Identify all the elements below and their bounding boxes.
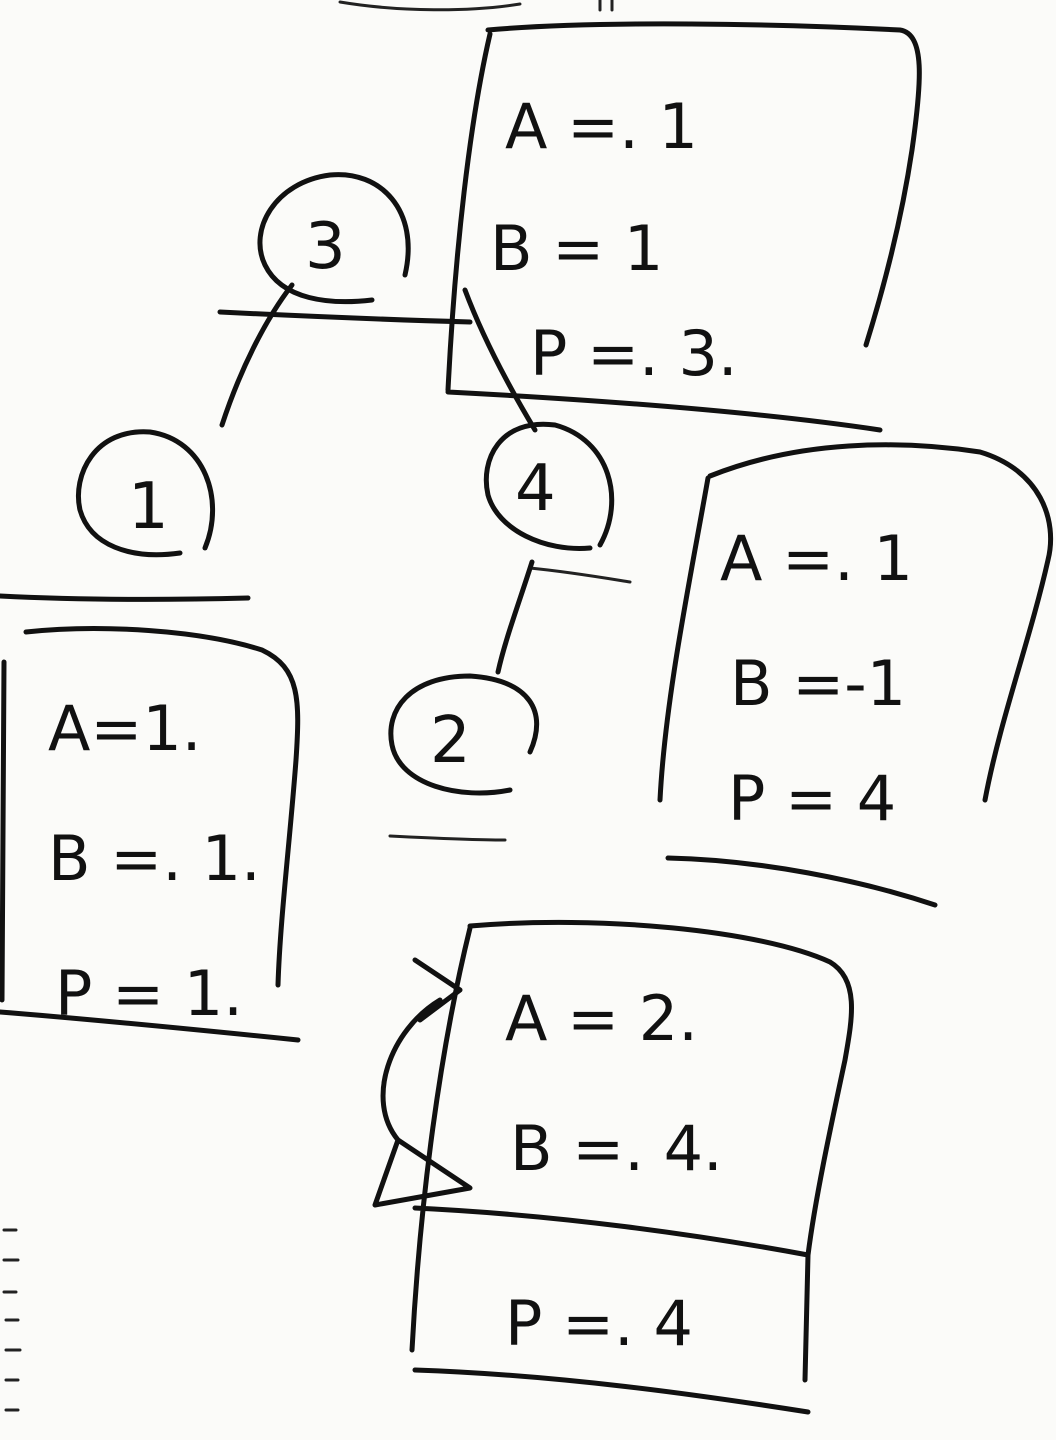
box-node-3-p: P =. 3. xyxy=(530,317,738,390)
box-node-3-a: A =. 1 xyxy=(505,90,698,163)
node-2: 2 xyxy=(388,673,540,796)
node-2-circle xyxy=(388,673,540,796)
node-4: 4 xyxy=(483,421,615,551)
box-node-4-outline xyxy=(657,442,1054,908)
box-node-4-b: B =-1 xyxy=(730,647,906,720)
node-1-label: 1 xyxy=(128,470,169,544)
box-bottom: A = 2. B =. 4. P =. 4 xyxy=(409,919,855,1415)
node-3-label: 3 xyxy=(305,210,346,284)
box-node-3-b: B = 1 xyxy=(490,212,663,285)
node-2-label: 2 xyxy=(430,704,471,778)
box-node-4-p: P = 4 xyxy=(728,762,896,835)
box-bottom-p: P =. 4 xyxy=(505,1287,693,1360)
box-bottom-outline xyxy=(409,919,855,1415)
box-node-4: A =. 1 B =-1 P = 4 xyxy=(657,442,1054,908)
edge-3-to-1 xyxy=(219,282,295,428)
box-node-1: A=1. B =. 1. P = 1. xyxy=(0,626,301,1043)
node-2-underline xyxy=(388,834,507,842)
box-bottom-a: A = 2. xyxy=(505,982,698,1055)
node-1-circle xyxy=(76,429,215,558)
node-1-underline xyxy=(0,593,251,602)
node-3: 3 xyxy=(257,172,411,305)
top-stray-mark xyxy=(338,0,614,12)
box-node-1-p: P = 1. xyxy=(55,957,243,1030)
node-3-underline xyxy=(217,309,473,325)
box-node-1-a: A=1. xyxy=(48,692,202,765)
swap-arrow-doodle xyxy=(372,957,473,1208)
box-bottom-b: B =. 4. xyxy=(510,1112,723,1185)
box-node-3-outline xyxy=(445,21,922,433)
edge-3-to-4 xyxy=(462,287,538,433)
left-edge-marks xyxy=(2,1228,22,1412)
node-4-label: 4 xyxy=(515,452,556,526)
box-node-1-b: B =. 1. xyxy=(48,822,261,895)
box-node-4-a: A =. 1 xyxy=(720,522,913,595)
node-4-circle xyxy=(483,421,615,551)
edge-4-to-2 xyxy=(495,559,535,675)
box-node-3: A =. 1 B = 1 P =. 3. xyxy=(445,21,922,433)
box-node-1-outline xyxy=(0,626,301,1043)
node-3-circle xyxy=(257,172,411,305)
node-4-underline xyxy=(528,566,632,584)
node-1: 1 xyxy=(76,429,215,558)
